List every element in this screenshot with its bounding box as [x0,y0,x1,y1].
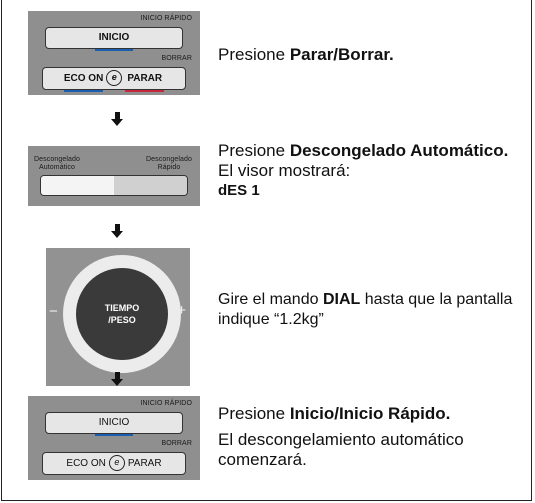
eco-on-label: ECO ON [63,68,104,92]
step1-instruction: Presione Parar/Borrar. [218,45,394,64]
eco-icon: e [106,70,123,87]
step3-instruction: Gire el mando DIAL hasta que la pantalla… [218,291,513,328]
start-button-label: INICIO [94,28,134,51]
eco-on-label: ECO ON [66,458,106,469]
quick-start-label: INICIO RÁPIDO [140,400,192,407]
stop-label: PARAR [125,68,165,92]
start-button[interactable]: INICIO [45,27,183,51]
step2-instruction: Presione Descongelado Automático. El vis… [218,141,518,201]
eco-icon: e [108,455,125,472]
dial-center: TIEMPO /PESO [76,268,168,360]
defrost-button[interactable] [40,175,188,196]
clear-label: BORRAR [161,440,192,447]
display-value: dES 1 [218,182,260,199]
dial-panel: − + TIEMPO /PESO [46,248,190,386]
plus-sign: + [177,302,186,319]
step4-line2: El descongelamiento automático comenzará… [218,430,464,469]
start-button[interactable]: INICIO [45,412,183,436]
dial-knob[interactable]: TIEMPO /PESO [63,255,181,373]
auto-defrost-button[interactable] [41,176,114,195]
quick-start-label: INICIO RÁPIDO [140,15,192,22]
quick-defrost-button[interactable] [114,176,187,195]
stop-label: PARAR [127,458,162,469]
clear-label: BORRAR [161,55,192,62]
minus-sign: − [49,303,58,320]
step4-instruction: Presione Inicio/Inicio Rápido. El descon… [218,404,528,470]
start-button-label: INICIO [94,413,134,436]
